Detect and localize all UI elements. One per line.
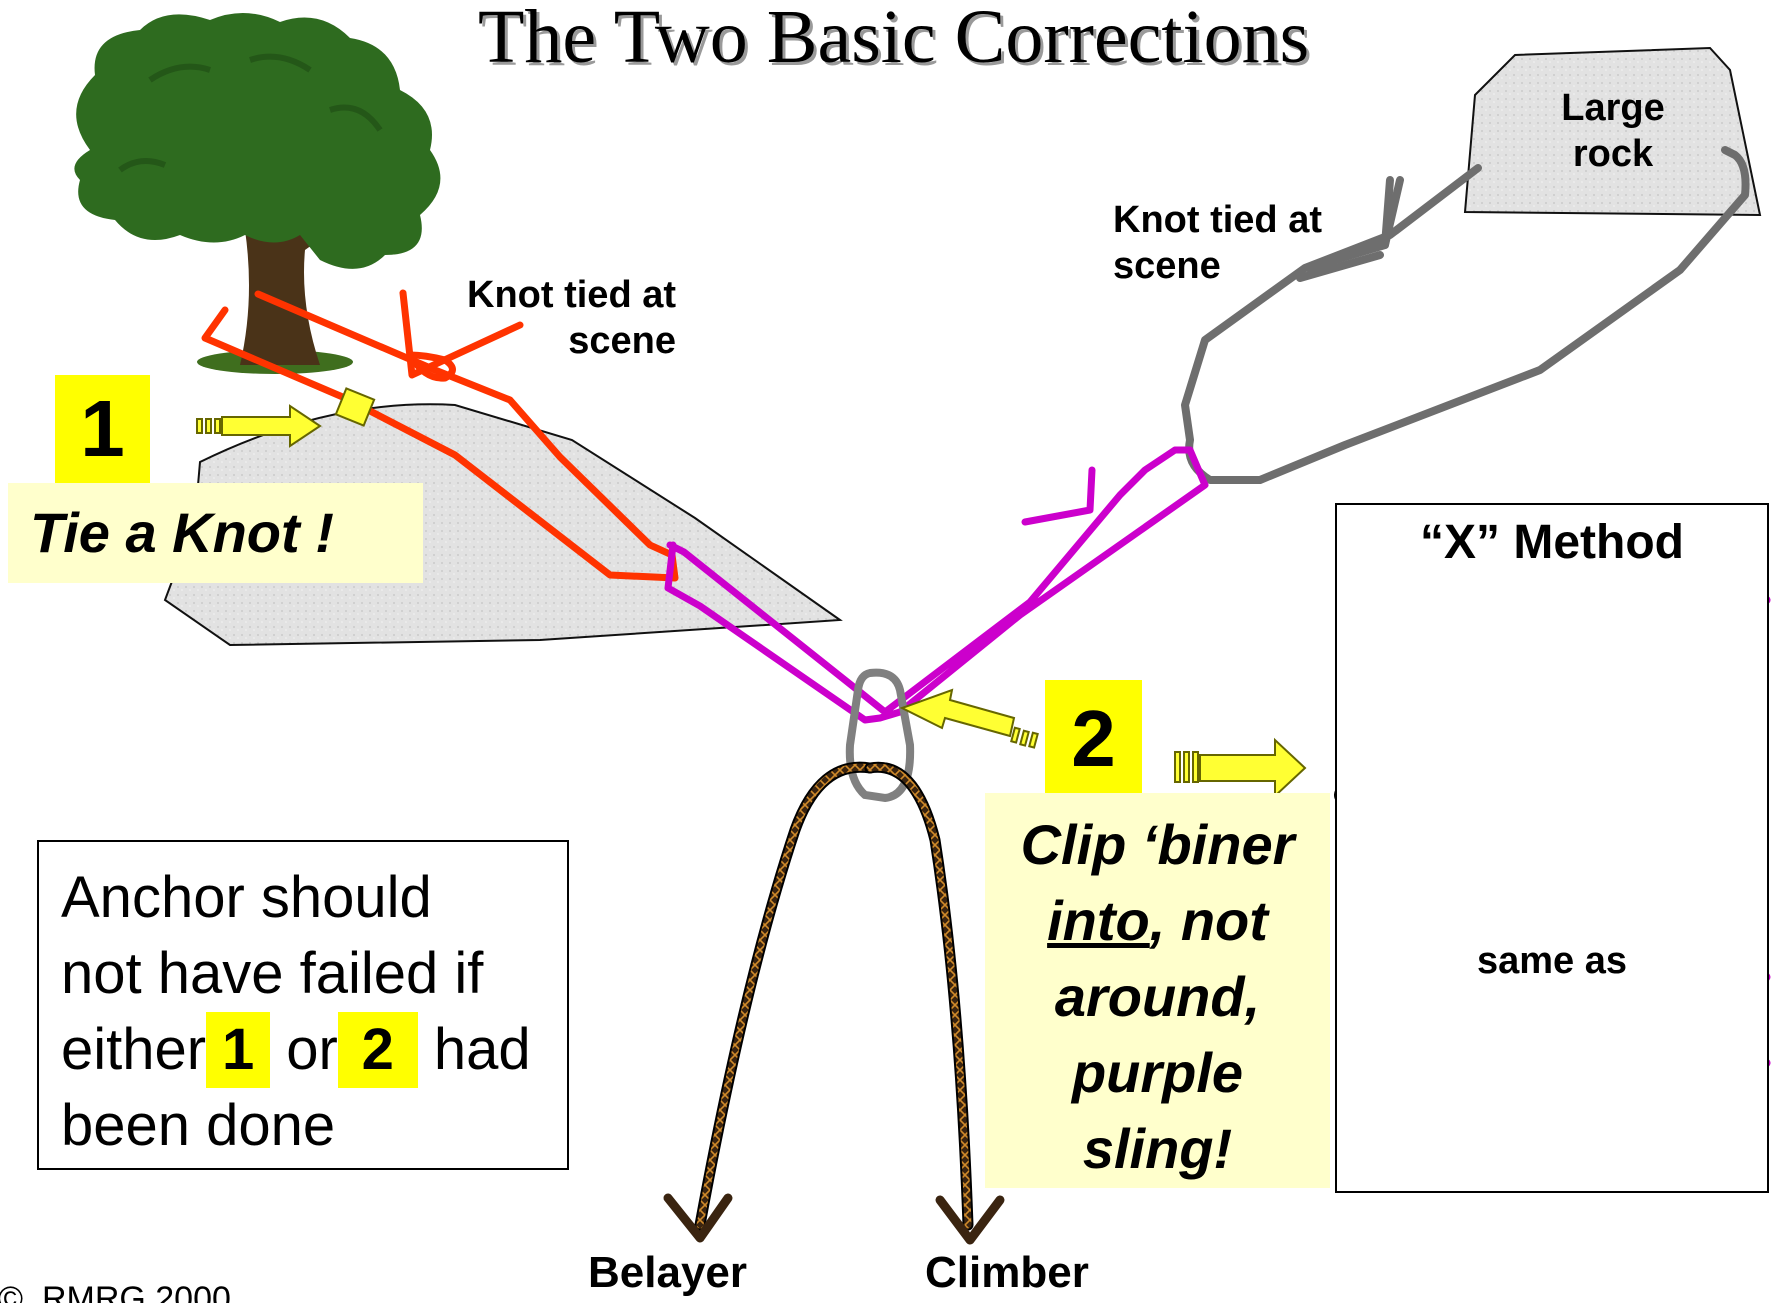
x-method-same-as: same as xyxy=(1476,940,1627,982)
step2-line1: Clip ‘biner xyxy=(1020,813,1295,876)
knot-label-right: Knot tied at scene xyxy=(1113,199,1322,287)
step2-into: into xyxy=(1047,889,1150,952)
anchor-note-line2: not have failed if xyxy=(61,941,484,1006)
anchor-note-or: or xyxy=(286,1017,338,1082)
step2-line4: purple xyxy=(1071,1041,1244,1104)
step2-line2-rest: , not xyxy=(1149,889,1268,952)
large-rock-icon xyxy=(1463,46,1762,217)
knot-label-left: Knot tied at scene xyxy=(467,274,676,362)
anchor-note-either: either xyxy=(61,1017,207,1082)
purple-sling xyxy=(664,446,1209,724)
arrow-icon-1 xyxy=(196,387,376,448)
grey-rope xyxy=(1181,146,1750,484)
step2-number: 2 xyxy=(1045,680,1142,798)
step2-line2: into, not xyxy=(985,883,1330,959)
step1-number: 1 xyxy=(55,375,150,483)
arrow-icon-2 xyxy=(899,688,1039,749)
x-method-title: “X” Method xyxy=(1420,516,1684,569)
step2-line3: around, xyxy=(1054,965,1261,1028)
copyright-text: © RMRG 2000 xyxy=(0,1280,231,1303)
rope-icon xyxy=(663,761,1005,1245)
anchor-note-num1: 1 xyxy=(206,1012,271,1088)
anchor-note-line4: been done xyxy=(61,1093,336,1158)
page-title: The Two Basic Corrections xyxy=(478,0,1310,79)
climber-label: Climber xyxy=(925,1248,1089,1297)
anchor-note-num2: 2 xyxy=(337,1012,418,1088)
belayer-label: Belayer xyxy=(588,1248,748,1297)
step1-text: Tie a Knot ! xyxy=(8,483,423,583)
x-method-box xyxy=(1335,503,1769,1193)
large-rock-label: Large rock xyxy=(1561,87,1665,175)
carabiner-icon xyxy=(845,668,915,803)
arrow-icon-3 xyxy=(1174,737,1307,799)
step2-line5: sling! xyxy=(1082,1117,1233,1180)
step2-text: Clip ‘biner into, not around, purple sli… xyxy=(985,793,1330,1188)
tree-icon xyxy=(74,12,441,374)
anchor-note-line1: Anchor should xyxy=(61,865,432,930)
anchor-note-had: had xyxy=(433,1017,531,1082)
